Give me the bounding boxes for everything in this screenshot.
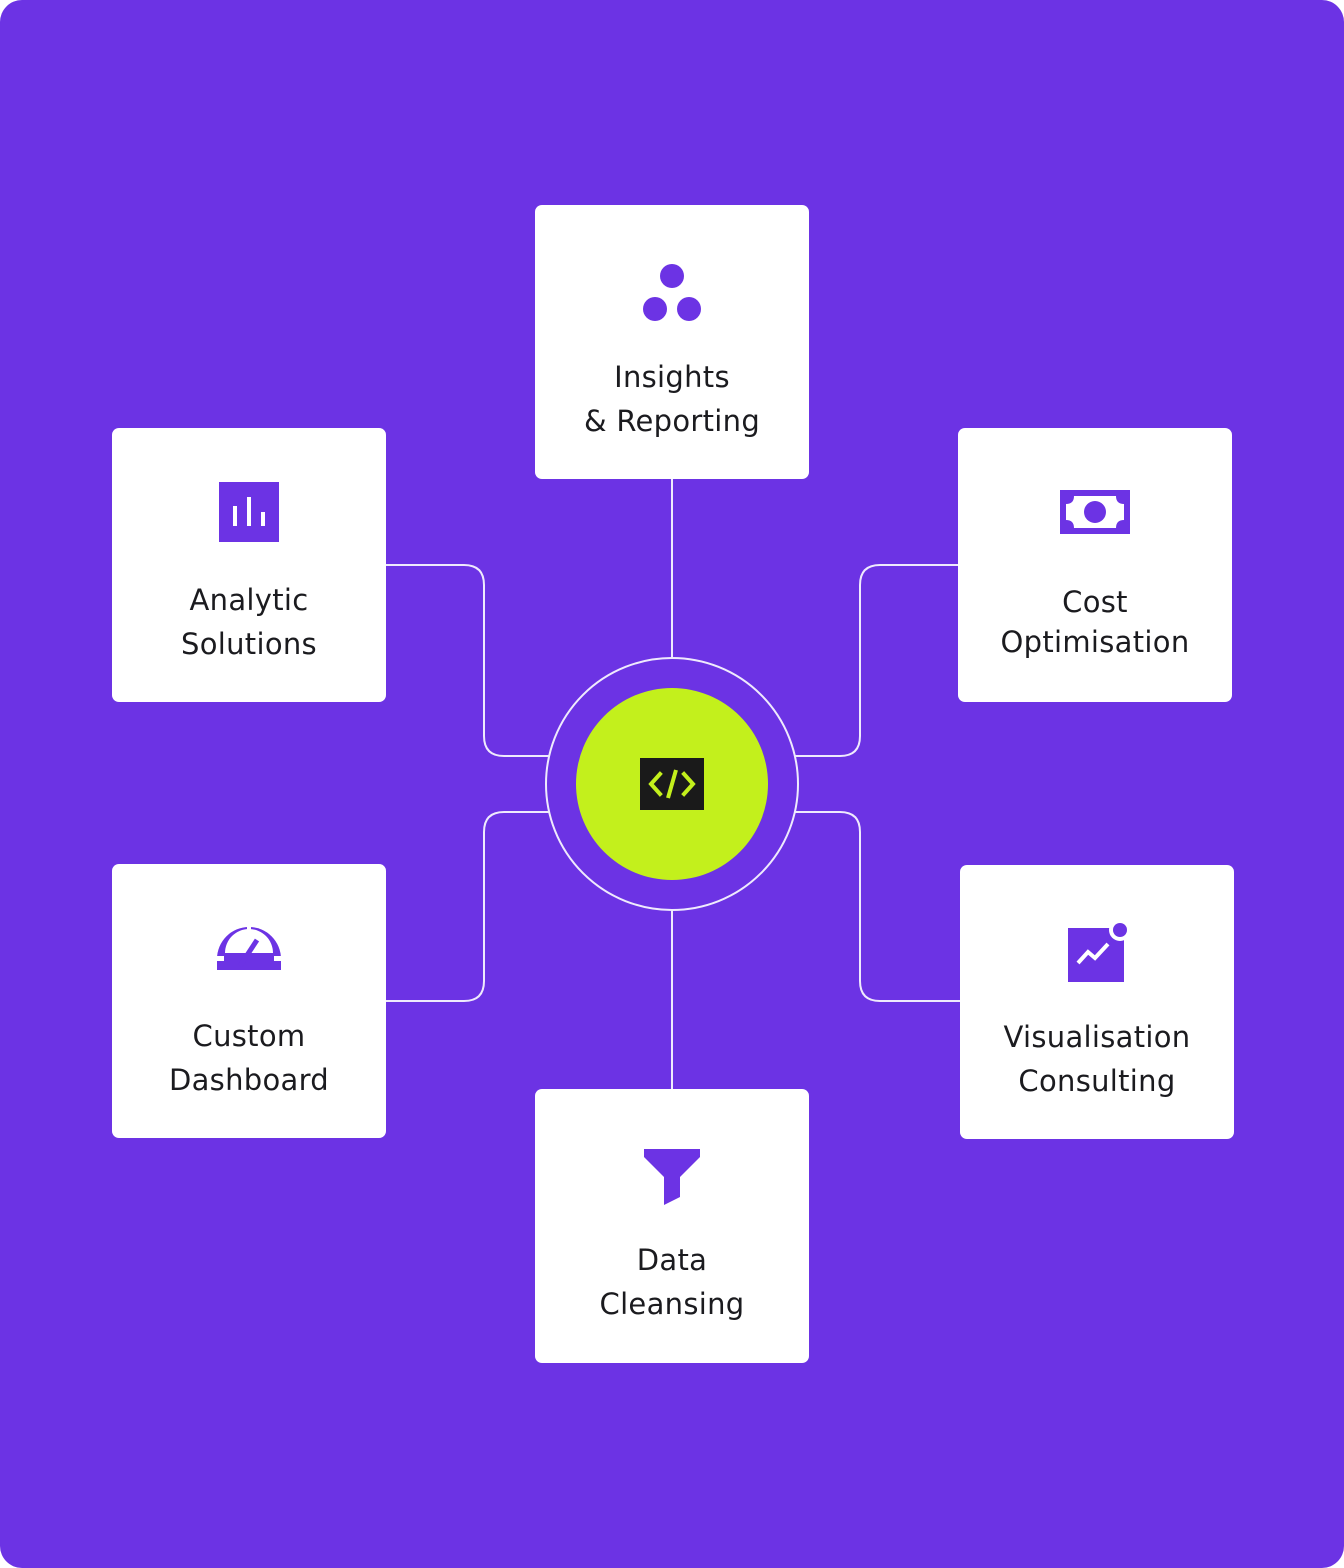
banknote-icon <box>1059 476 1131 548</box>
three-dots-icon <box>636 257 708 329</box>
card-label: Visualisation Consulting <box>960 1015 1234 1103</box>
card-label: Data Cleansing <box>535 1238 809 1326</box>
card-insights-reporting[interactable]: Insights & Reporting <box>535 205 809 479</box>
code-icon <box>640 758 704 810</box>
card-cost-optimisation[interactable]: Cost Optimisation <box>958 428 1232 702</box>
bar-chart-icon <box>213 476 285 548</box>
card-visualisation-consulting[interactable]: Visualisation Consulting <box>960 865 1234 1139</box>
label-line-1: Visualisation <box>1003 1020 1191 1054</box>
connector-custom <box>386 811 549 1002</box>
card-label: Analytic Solutions <box>112 578 386 666</box>
label-line-2: Optimisation <box>1000 625 1190 659</box>
connector-cost <box>795 564 958 757</box>
card-analytic-solutions[interactable]: Analytic Solutions <box>112 428 386 702</box>
label-line-2: & Reporting <box>583 404 761 438</box>
card-label: Custom Dashboard <box>112 1014 386 1102</box>
gauge-icon <box>213 910 285 982</box>
funnel-icon <box>636 1139 708 1211</box>
connector-analytic <box>386 564 549 757</box>
label-line-2: Solutions <box>181 627 317 661</box>
hub-circle[interactable] <box>576 688 768 880</box>
card-label: Cost Optimisation <box>958 582 1232 662</box>
label-line-2: Consulting <box>1018 1064 1176 1098</box>
connector-visual <box>795 811 960 1002</box>
label-line-2: Dashboard <box>168 1063 330 1097</box>
card-custom-dashboard[interactable]: Custom Dashboard <box>112 864 386 1138</box>
trend-chart-icon <box>1061 915 1133 987</box>
label-line-1: Cost <box>1062 585 1128 619</box>
label-line-1: Custom <box>192 1019 306 1053</box>
label-line-1: Insights <box>614 360 730 394</box>
label-line-2: Cleansing <box>599 1287 745 1321</box>
card-label: Insights & Reporting <box>535 355 809 443</box>
label-line-1: Data <box>636 1243 708 1277</box>
card-data-cleansing[interactable]: Data Cleansing <box>535 1089 809 1363</box>
label-line-1: Analytic <box>189 583 309 617</box>
hub-ring <box>545 657 799 911</box>
